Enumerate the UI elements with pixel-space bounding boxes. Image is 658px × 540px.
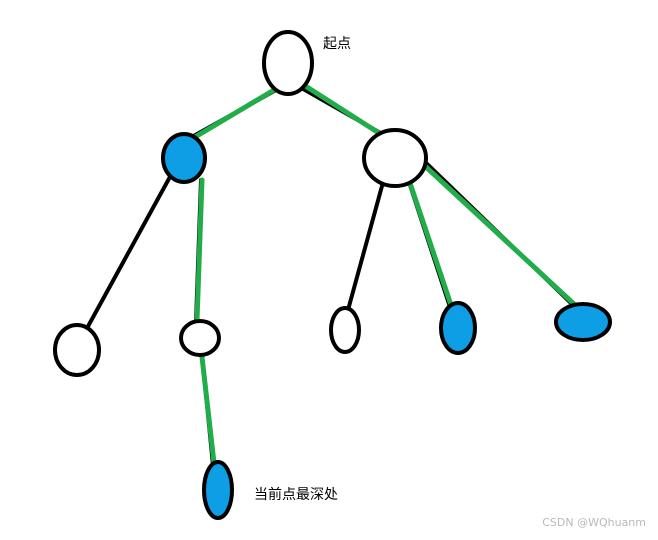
node-left-child — [161, 132, 207, 184]
node-deepest — [202, 460, 234, 520]
path-right-rightright — [423, 164, 577, 307]
path-root-left — [187, 87, 277, 143]
start-label: 起点 — [323, 36, 351, 52]
node-right-right-leaf — [554, 302, 612, 342]
path-root-right — [293, 77, 385, 138]
edge-left-leftleaf — [84, 173, 173, 332]
node-left-right — [179, 319, 221, 357]
path-right-rightmid — [406, 177, 454, 308]
node-left-left-leaf — [53, 323, 101, 377]
node-right-middle-leaf — [439, 301, 477, 355]
deepest-label: 当前点最深处 — [254, 487, 338, 503]
node-root — [262, 30, 314, 96]
node-right-left-leaf — [329, 306, 361, 354]
watermark: CSDN @WQhuanm — [542, 516, 646, 529]
node-right-child — [362, 128, 428, 188]
path-left-leftright — [194, 177, 205, 323]
edge-right-rightleft — [346, 184, 384, 312]
path-leftright-deepest — [199, 354, 217, 466]
